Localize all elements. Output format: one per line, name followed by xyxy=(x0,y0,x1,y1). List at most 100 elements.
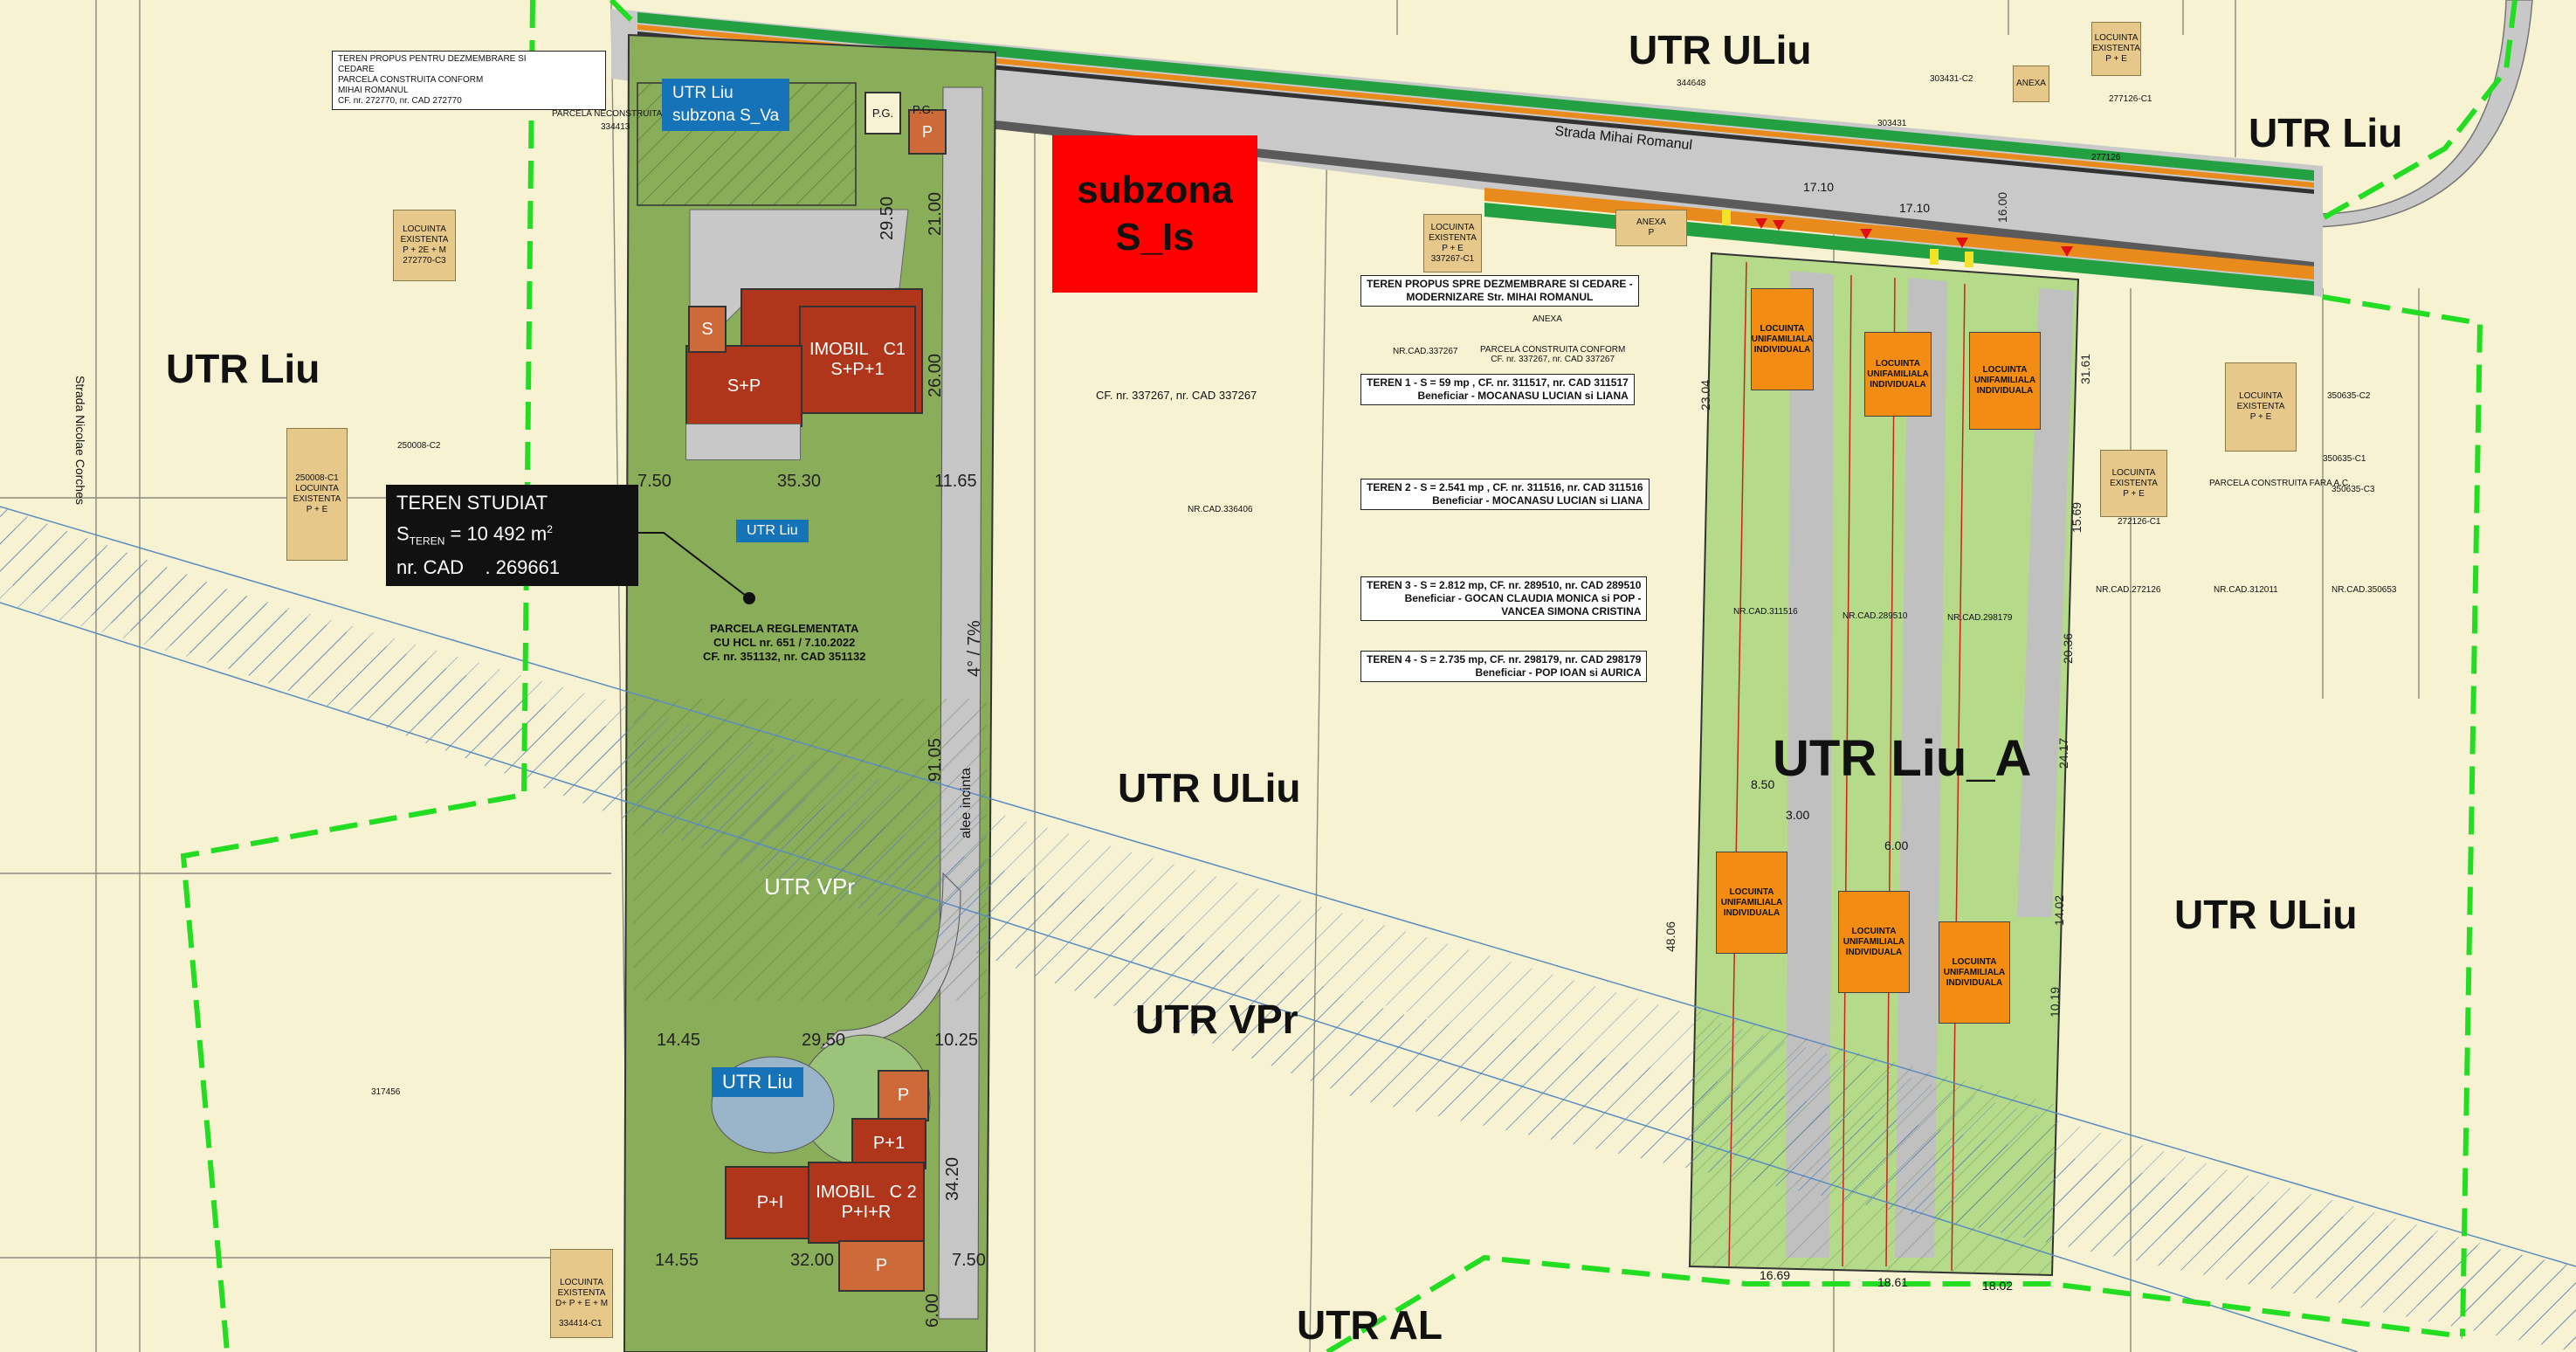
parcela-conform-1: PARCELA CONSTRUITA CONFORM xyxy=(1480,345,1626,355)
nrcad-16: 350635-C2 xyxy=(2327,391,2371,401)
callout-teren3-2: Beneficiar - GOCAN CLAUDIA MONICA si POP… xyxy=(1404,592,1642,604)
dim-33: 6.00 xyxy=(1884,838,1909,852)
zone-label-vpr: UTR VPr xyxy=(1135,997,1298,1042)
callout-teren1-1: TEREN 1 - S = 59 mp , CF. nr. 311517, nr… xyxy=(1367,376,1629,389)
area-label: S xyxy=(396,522,410,545)
vpr-edge-top xyxy=(0,506,2576,1267)
tag-liu-sva: UTR Liu subzona S_Va xyxy=(662,79,790,131)
lot6-l3: INDIVIDUALA xyxy=(1946,977,2003,988)
nrcad-2: NR.CAD.289510 xyxy=(1842,611,1908,621)
regulated-parcel-label: PARCELA REGLEMENTATA CU HCL nr. 651 / 7.… xyxy=(703,622,865,664)
nrcad-7: 317456 xyxy=(371,1087,401,1097)
h1-2: P + 2E + M xyxy=(403,245,446,255)
h3-0: ANEXA xyxy=(1636,217,1666,227)
lot5-l3: INDIVIDUALA xyxy=(1845,947,1903,957)
regulated-2: CU HCL nr. 651 / 7.10.2022 xyxy=(713,636,856,649)
subzone-sis-line1: subzona xyxy=(1077,169,1233,211)
h2-3: 337267-C1 xyxy=(1430,253,1475,264)
building-c1-height: S+P+1 xyxy=(830,360,885,379)
zone-label-liu-a: UTR Liu_A xyxy=(1773,730,2032,787)
h7-0: LOCUINTA xyxy=(2111,467,2156,478)
callout-teren3-1: TEREN 3 - S = 2.812 mp, CF. nr. 289510, … xyxy=(1367,579,1642,591)
callout-top-left-3: PARCELA CONSTRUITA CONFORM xyxy=(338,75,484,85)
callout-top-left-4: MIHAI ROMANUL xyxy=(338,86,409,95)
h5-3: P + E xyxy=(306,505,328,514)
nrcad-17: 350635-C3 xyxy=(2331,485,2375,494)
h7-1: EXISTENTA xyxy=(2110,478,2158,488)
dim-23: 20.36 xyxy=(2061,632,2075,664)
building-s: S xyxy=(688,306,727,353)
dim-10: 29.50 xyxy=(802,1031,846,1050)
lot2-l3: INDIVIDUALA xyxy=(1870,379,1926,390)
tag-liu-sva-1: UTR Liu xyxy=(672,84,734,102)
nrcad-1: NR.CAD.311516 xyxy=(1733,607,1798,617)
h2-1: EXISTENTA xyxy=(1429,232,1477,243)
h6-0: LOCUINTA xyxy=(2239,391,2283,401)
zone-label-al: UTR AL xyxy=(1297,1302,1443,1348)
nrcad-15: 350635-C1 xyxy=(2323,454,2366,464)
dim-4: 29.50 xyxy=(878,196,897,240)
dim-28: 16.69 xyxy=(1760,1268,1791,1282)
dim-22: 15.69 xyxy=(2070,501,2084,533)
dim-13: 32.00 xyxy=(790,1251,835,1270)
dim-3: 11.65 xyxy=(934,472,977,491)
lot1-l1: LOCUINTA xyxy=(1760,323,1805,334)
h7-2: P + E xyxy=(2123,488,2145,499)
dim-11: 10.25 xyxy=(934,1031,979,1050)
callout-top-left-1: TEREN PROPUS PENTRU DEZMEMBRARE SI xyxy=(338,54,527,64)
h2-2: P + E xyxy=(1442,243,1464,253)
lot5-l2: UNIFAMILIALA xyxy=(1842,936,1905,947)
annex-small: ANEXA xyxy=(1533,314,1562,324)
nrcad-5: NR.CAD.312011 xyxy=(2214,585,2278,595)
parcela-conform-label: PARCELA CONSTRUITA CONFORM CF. nr. 33726… xyxy=(1480,345,1625,364)
road-edge-line xyxy=(646,83,2314,271)
building-p1-b: P+1 xyxy=(851,1118,926,1169)
green-strip-bottom xyxy=(1484,203,2314,295)
zone-label-uliu-center: UTR ULiu xyxy=(1118,765,1301,811)
callout-cedare-1: TEREN PROPUS SPRE DEZMEMBRARE SI CEDARE … xyxy=(1367,278,1633,290)
lot3-l1: LOCUINTA xyxy=(1982,365,2028,375)
studied-land-cad: nr. CAD . 269661 xyxy=(396,555,628,581)
building-terrace xyxy=(685,424,801,460)
h8-0: LOCUINTA xyxy=(560,1278,603,1287)
callout-teren1-2: Beneficiar - MOCANASU LUCIAN si LIANA xyxy=(1417,390,1629,402)
dim-5: 21.00 xyxy=(926,191,945,236)
callout-teren3: TEREN 3 - S = 2.812 mp, CF. nr. 289510, … xyxy=(1360,576,1648,621)
tag-utr-liu-low: UTR Liu xyxy=(712,1067,803,1097)
building-c2-name: IMOBIL xyxy=(816,1183,875,1202)
area-unit: m xyxy=(530,522,548,545)
annex-top: ANEXA xyxy=(2013,66,2049,102)
cad-label: nr. CAD xyxy=(396,555,465,578)
nrcad-12: 303431-C2 xyxy=(1930,74,1973,84)
callout-top-left: TEREN PROPUS PENTRU DEZMEMBRARE SI CEDAR… xyxy=(332,51,606,110)
dim-31: 8.50 xyxy=(1751,777,1775,791)
h8-2: D+ P + E + M xyxy=(554,1299,609,1308)
dim-6: 26.00 xyxy=(926,353,945,397)
building-c2: IMOBIL C 2 P+I+R xyxy=(808,1162,925,1244)
dim-29: 18.61 xyxy=(1877,1275,1909,1289)
orange-strip-top xyxy=(637,24,2314,188)
dim-16: 6.00 xyxy=(923,1293,942,1328)
pg-1: P.G. xyxy=(864,92,901,135)
callout-teren3-3: VANCEA SIMONA CRISTINA xyxy=(1501,605,1642,617)
h5-1: LOCUINTA xyxy=(295,484,339,493)
tag-utr-liu-mid: UTR Liu xyxy=(736,520,809,542)
cf-337267-label: CF. nr. 337267, nr. CAD 337267 xyxy=(1096,389,1257,402)
building-c2-height: P+I+R xyxy=(841,1203,892,1222)
dim-32: 3.00 xyxy=(1786,808,1810,822)
dim-12: 14.55 xyxy=(655,1251,699,1270)
lot3-l3: INDIVIDUALA xyxy=(1976,386,2034,396)
nrcad-9: 250008-C2 xyxy=(397,441,441,451)
label-neconstruita: PARCELA NECONSTRUITA xyxy=(552,109,663,119)
lot1-l2: UNIFAMILIALA xyxy=(1751,334,1814,344)
parcel-hatched-zone xyxy=(633,699,987,1000)
driveway-1 xyxy=(1786,271,1834,1258)
callout-top-left-2: CEDARE xyxy=(338,65,375,74)
